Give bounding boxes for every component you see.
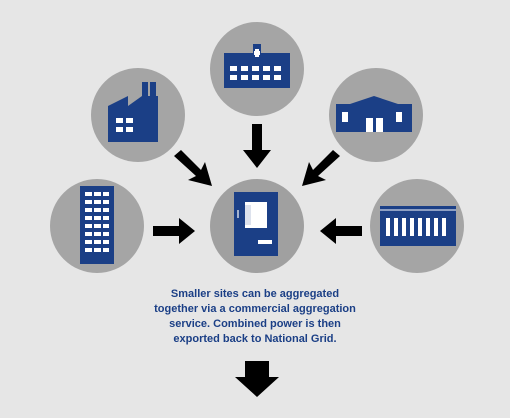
- caption-text: Smaller sites can be aggregated together…: [130, 287, 380, 347]
- caption-line: service. Combined power is then: [169, 318, 341, 330]
- long-building-icon: [380, 206, 456, 246]
- aggregation-unit-icon: [234, 192, 278, 256]
- arrow-down-from-hospital: [243, 124, 271, 168]
- caption-line: together via a commercial aggregation: [154, 303, 356, 315]
- caption-line: exported back to National Grid.: [173, 333, 337, 345]
- arrow-left-from-long-building: [320, 218, 362, 244]
- factory-icon: [108, 82, 158, 142]
- arrow-from-warehouse: [302, 150, 340, 186]
- tower-block-icon: [80, 186, 114, 264]
- caption-line: Smaller sites can be aggregated: [170, 288, 340, 300]
- arrow-down-to-grid: [235, 361, 279, 397]
- arrow-from-factory: [174, 150, 212, 186]
- hospital-icon: [224, 44, 290, 88]
- warehouse-icon: [336, 96, 412, 132]
- arrow-right-from-tower: [153, 218, 195, 244]
